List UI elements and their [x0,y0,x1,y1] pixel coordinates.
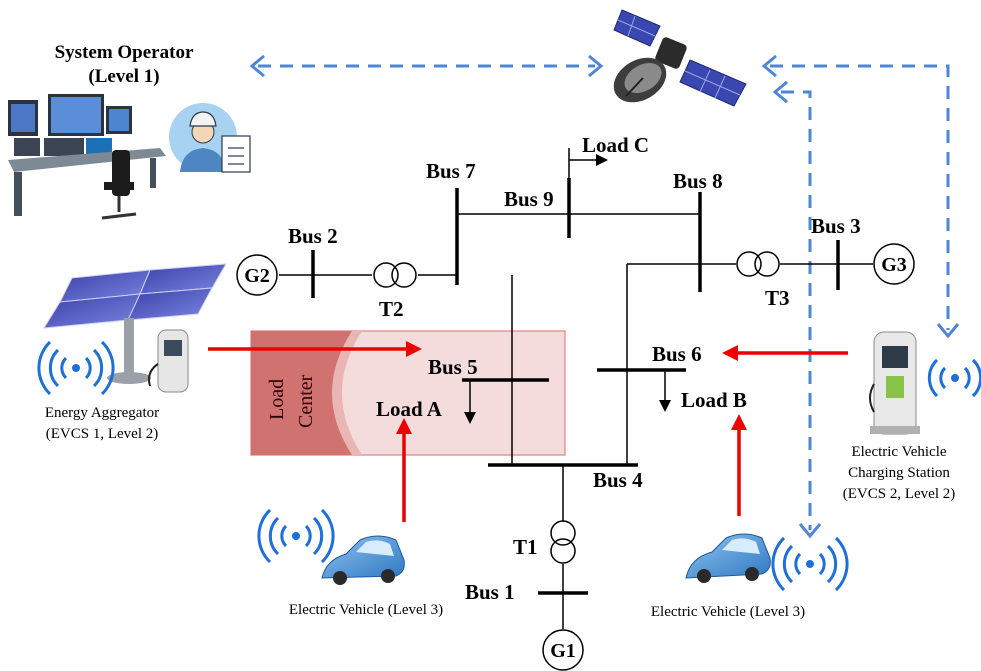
bus-2-label: Bus 2 [288,224,338,248]
station-caption-2: Charging Station [848,465,950,481]
charging-station-icon [869,331,920,435]
power-flow-arrows [208,341,848,522]
load-center-label-1: Load [266,379,288,420]
bus-6-label: Bus 6 [652,342,702,366]
comm-line-station [770,64,950,330]
transformer-t1 [550,520,576,564]
generator-g2-label: G2 [244,265,270,287]
solar-aggregator-icon [43,263,227,393]
bus-5-label: Bus 5 [428,355,478,379]
bus-7-label: Bus 7 [426,159,476,183]
generator-g2 [236,254,278,296]
aggregator-caption-1: Energy Aggregator [45,405,159,421]
bus-bars [311,178,840,595]
load-c-arrow [596,154,608,166]
generator-g3 [873,243,915,285]
communication-links [258,64,950,530]
load-a-arrow [464,412,476,424]
car-icon-right [685,533,771,583]
load-arrows [464,154,671,424]
load-a-label: Load A [376,397,443,421]
wifi-icon-ev-left [257,508,335,564]
operator-level: (Level 1) [88,66,159,87]
generator-g3-label: G3 [881,254,907,276]
satellite-icon [613,9,747,107]
aggregator-caption-2: (EVCS 1, Level 2) [46,426,158,442]
transformers [373,251,780,564]
bus-3-label: Bus 3 [811,214,861,238]
load-center-label-2: Center [295,374,317,428]
engineer-icon [169,103,251,173]
station-caption-1: Electric Vehicle [851,444,946,460]
operator-title: System Operator [55,42,194,63]
wifi-icon-aggregator [37,340,115,396]
control-room-icon [8,94,166,220]
station-caption-3: (EVCS 2, Level 2) [843,486,955,502]
bus-4-label: Bus 4 [593,468,643,492]
load-c-label: Load C [582,133,649,157]
wifi-icon-station [927,358,981,398]
network-lines [279,148,873,629]
car-icon-left [321,535,405,585]
generator-g1-label: G1 [550,640,576,662]
comm-arrowheads [249,54,960,539]
bus-8-label: Bus 8 [673,169,723,193]
ev-right-caption: Electric Vehicle (Level 3) [651,604,805,620]
bus-9-label: Bus 9 [504,187,554,211]
ev-left-caption: Electric Vehicle (Level 3) [289,602,443,618]
comm-line-ev-right [781,90,812,530]
transformer-t2 [373,262,417,288]
generator-g1 [542,629,584,671]
labels: System Operator (Level 1) Bus 2 Bus 7 Bu… [45,42,955,620]
bus-1-label: Bus 1 [465,580,515,604]
transformer-t1-label: T1 [513,535,538,559]
load-b-arrow [659,400,671,412]
transformer-t3 [736,251,780,277]
wifi-icon-ev-right [771,536,849,592]
load-b-label: Load B [681,388,747,412]
generators: G2 G3 G1 [236,243,915,671]
transformer-t3-label: T3 [765,286,790,310]
transformer-t2-label: T2 [379,297,404,321]
